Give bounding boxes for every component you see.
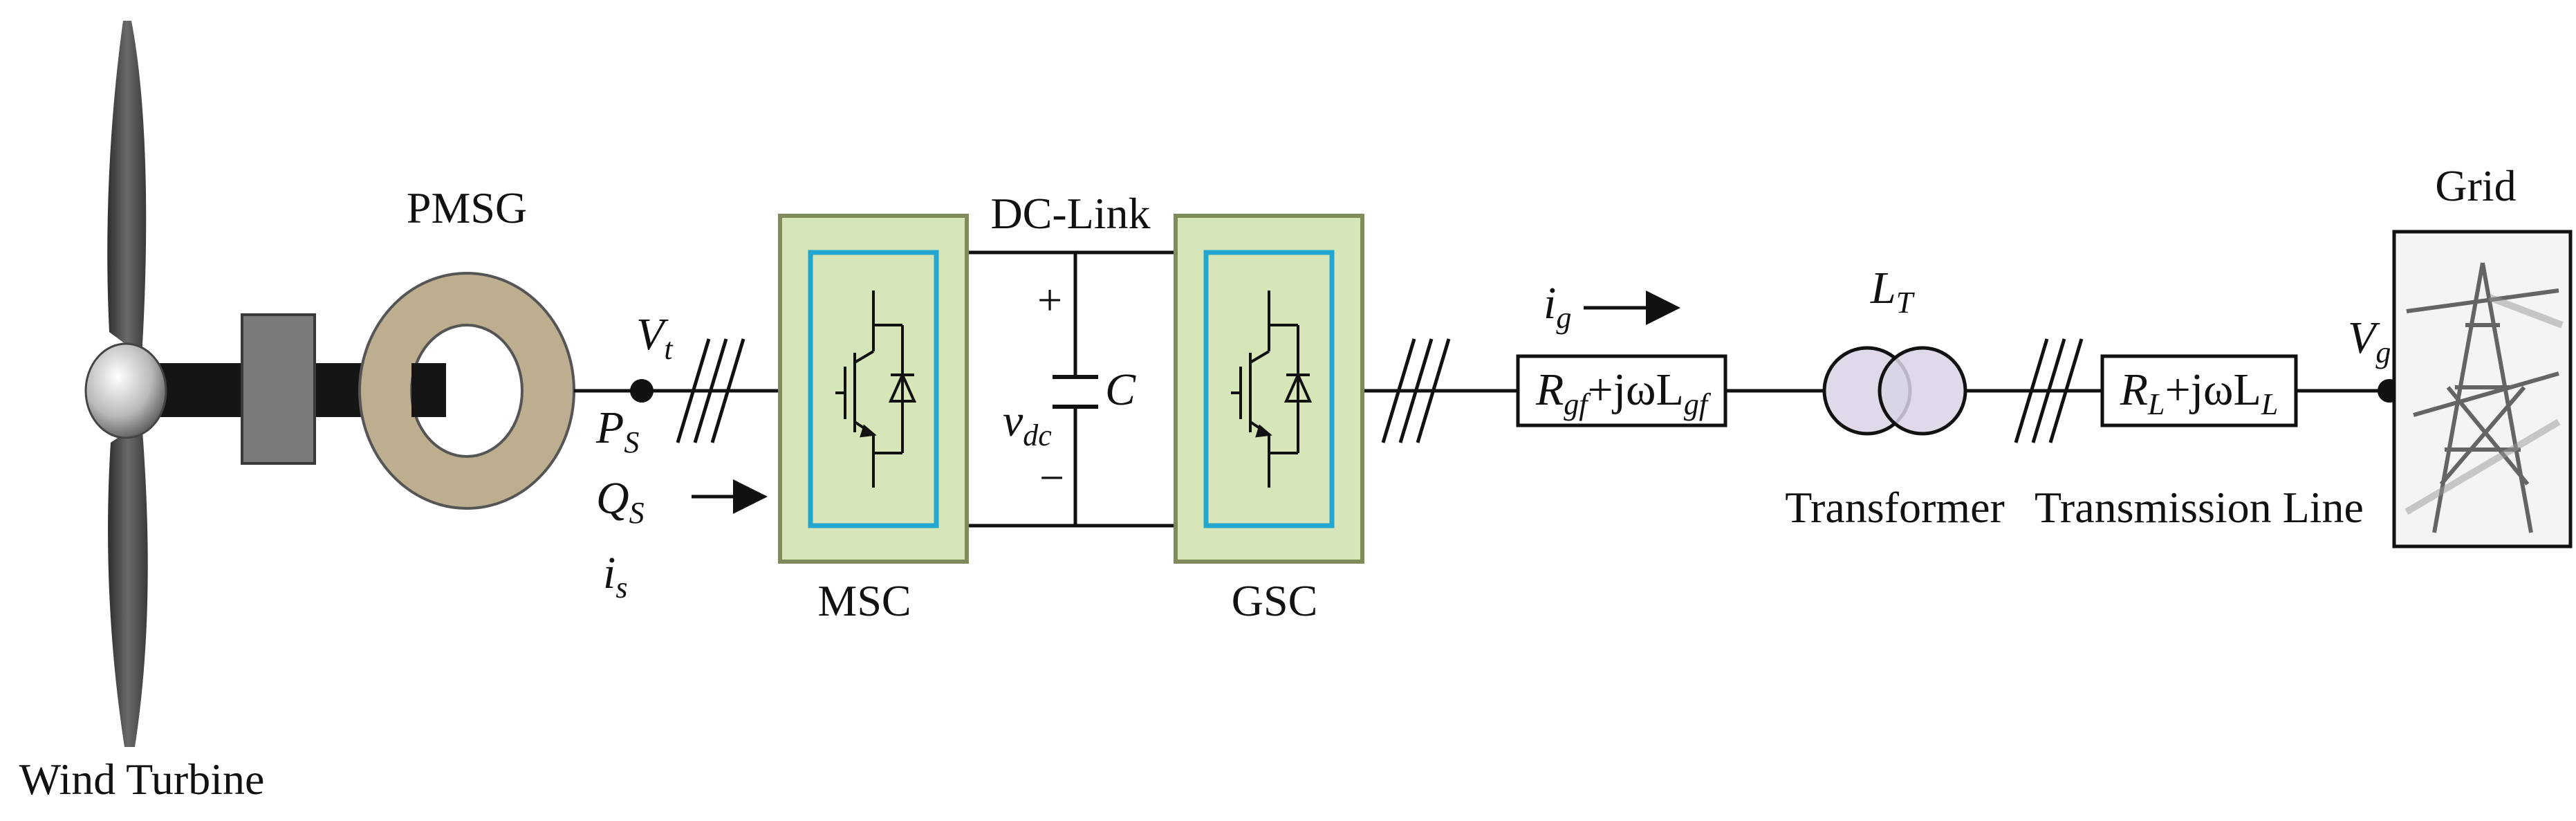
gsc-igbt-symbol bbox=[1231, 290, 1313, 488]
symbol-is: is bbox=[603, 548, 627, 605]
label-grid: Grid bbox=[2435, 161, 2516, 210]
svg-text:RL+jωLL: RL+jωLL bbox=[2120, 365, 2279, 421]
symbol-vt: Vt bbox=[636, 309, 674, 366]
turbine-hub bbox=[84, 342, 167, 439]
line-impedance: RL+jωLL bbox=[2100, 354, 2298, 427]
filter-impedance: Rgf+jωLgf bbox=[1516, 354, 1727, 427]
turbine-blade-upper bbox=[107, 21, 147, 356]
msc-igbt-symbol bbox=[835, 290, 917, 488]
symbol-plus: + bbox=[1037, 275, 1062, 324]
three-phase-marks-3 bbox=[2014, 338, 2084, 443]
label-wind-turbine: Wind Turbine bbox=[19, 755, 265, 804]
symbol-vg: Vg bbox=[2348, 313, 2391, 369]
symbol-capacitor: C bbox=[1105, 365, 1136, 415]
label-gsc: GSC bbox=[1232, 576, 1318, 625]
label-msc: MSC bbox=[817, 576, 911, 625]
symbol-qs: QS bbox=[596, 473, 645, 530]
transformer bbox=[1822, 346, 1967, 436]
pmsg-generator bbox=[358, 272, 576, 510]
symbol-ig: ig bbox=[1544, 278, 1571, 335]
turbine-blade-lower bbox=[108, 422, 148, 747]
node-vt bbox=[630, 379, 654, 403]
gearbox bbox=[241, 313, 316, 465]
three-phase-marks-2 bbox=[1381, 338, 1451, 443]
gsc-converter bbox=[1174, 214, 1364, 564]
symbol-vdc: vdc bbox=[1003, 396, 1052, 452]
label-transmission-line: Transmission Line bbox=[2035, 483, 2364, 532]
label-dc-link: DC-Link bbox=[990, 189, 1150, 238]
transformer-coil-right bbox=[1878, 346, 1967, 436]
label-pmsg: PMSG bbox=[407, 183, 527, 232]
pmsg-ring bbox=[358, 272, 576, 510]
symbol-lt: LT bbox=[1870, 263, 1916, 320]
label-transformer: Transformer bbox=[1785, 483, 2005, 532]
grid-tower-image bbox=[2392, 230, 2573, 548]
dc-link-wires bbox=[967, 250, 1176, 528]
svg-text:Rgf+jωLgf: Rgf+jωLgf bbox=[1535, 365, 1712, 421]
symbol-ps: PS bbox=[595, 403, 639, 459]
three-phase-marks-1 bbox=[676, 338, 745, 443]
symbol-minus: − bbox=[1039, 453, 1064, 502]
msc-converter bbox=[778, 214, 969, 564]
